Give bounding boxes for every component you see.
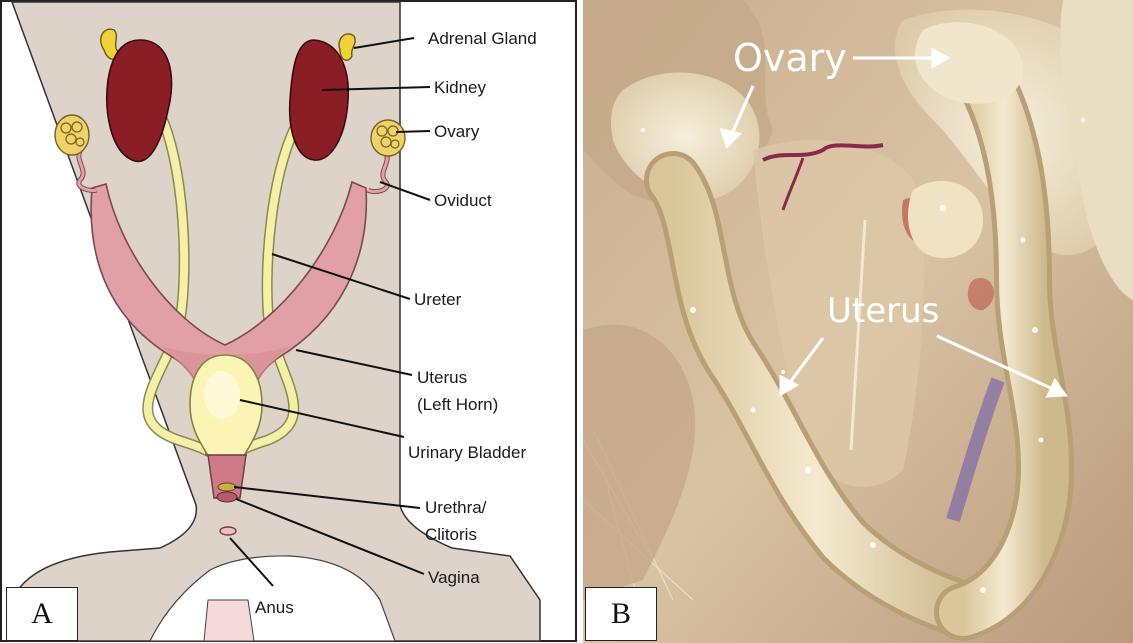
urethra-opening [218,483,236,491]
label-oviduct: Oviduct [434,191,492,210]
label-uterus: Uterus [417,368,467,387]
label-adrenal-gland: Adrenal Gland [428,29,537,48]
right-ovary [371,120,405,156]
anus [220,527,236,535]
label-urinary-bladder: Urinary Bladder [408,443,526,462]
central-fat-lobe [908,181,983,258]
vaginal-opening [217,492,237,502]
label-kidney: Kidney [434,78,486,97]
label-ovary: Ovary [434,122,480,141]
label-photo-uterus: Uterus [827,291,939,331]
label-clitoris: Clitoris [425,525,477,544]
panel-a-diagram: Adrenal Gland Kidney Ovary Oviduct Urete… [0,0,578,643]
leader-ovary [396,131,430,132]
left-ovary [55,115,89,155]
label-ureter: Ureter [414,290,462,309]
label-vagina: Vagina [428,568,480,587]
label-photo-ovary: Ovary [733,36,847,80]
anatomy-diagram: Adrenal Gland Kidney Ovary Oviduct Urete… [0,0,578,643]
dissection-photo: Ovary Uterus [583,0,1133,643]
label-uterus-left-horn: (Left Horn) [417,395,498,414]
panel-a-tag: A [6,587,78,641]
panel-b-photo: Ovary Uterus B [583,0,1133,643]
label-urethra: Urethra/ [425,498,487,517]
tail [204,600,254,641]
label-anus: Anus [255,598,294,617]
panel-b-tag: B [585,587,657,641]
